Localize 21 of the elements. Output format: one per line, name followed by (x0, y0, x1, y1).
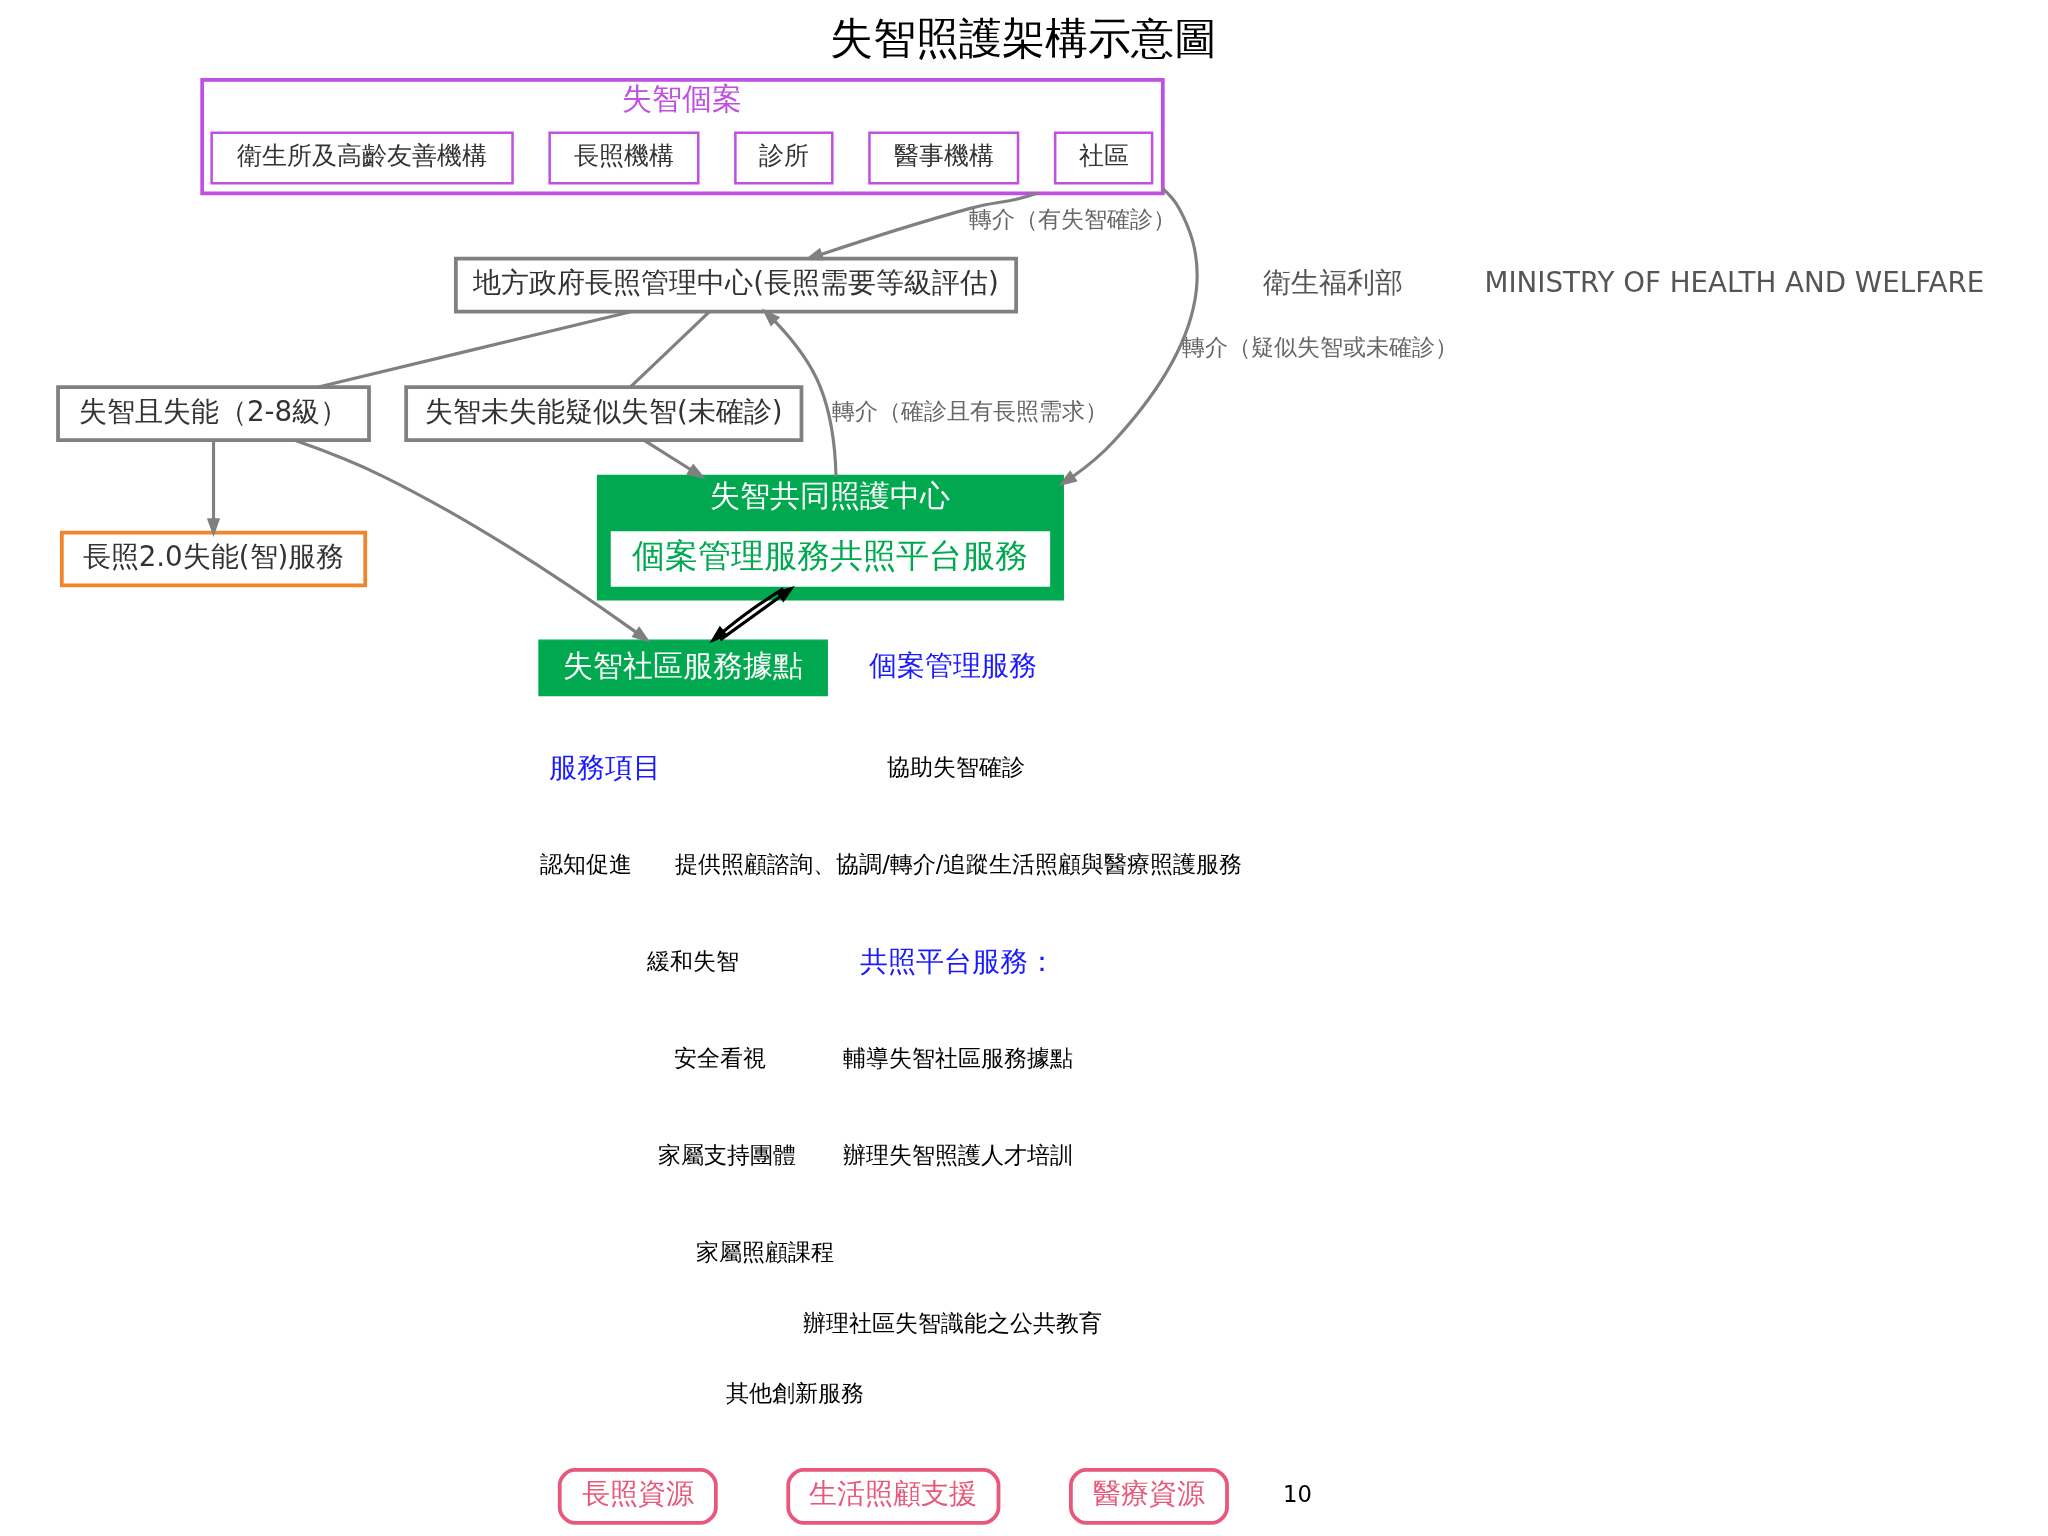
label: 家屬支持團體 (658, 1142, 797, 1169)
label: 10 (1283, 1480, 1312, 1507)
label: 認知促進 (540, 851, 633, 878)
label: 安全看視 (673, 1045, 766, 1072)
edge-label: 轉介（疑似失智或未確診） (1181, 333, 1458, 360)
label: 衛生福利部 (1262, 266, 1403, 300)
label: 辦理社區失智識能之公共教育 (803, 1309, 1103, 1336)
label: 服務項目 (549, 750, 662, 784)
label: 共照平台服務： (859, 944, 1056, 978)
label: 辦理失智照護人才培訓 (842, 1142, 1073, 1169)
label: 提供照顧諮詢、協調/轉介/追蹤生活照顧與醫療照護服務 (675, 851, 1243, 878)
edge-label: 轉介（有失智確診） (969, 205, 1177, 232)
label: 緩和失智 (647, 948, 740, 975)
label: 輔導失智社區服務據點 (842, 1045, 1073, 1072)
label: 個案管理服務 (868, 648, 1037, 682)
label: MINISTRY OF HEALTH AND WELFARE (1484, 266, 1985, 300)
label: 協助失智確診 (887, 755, 1026, 781)
label: 家屬照顧課程 (695, 1239, 834, 1266)
diagram-title: 失智照護架構示意圖 (830, 12, 1218, 63)
edge-label: 轉介（確診且有長照需求） (831, 398, 1108, 425)
label: 其他創新服務 (726, 1380, 865, 1407)
